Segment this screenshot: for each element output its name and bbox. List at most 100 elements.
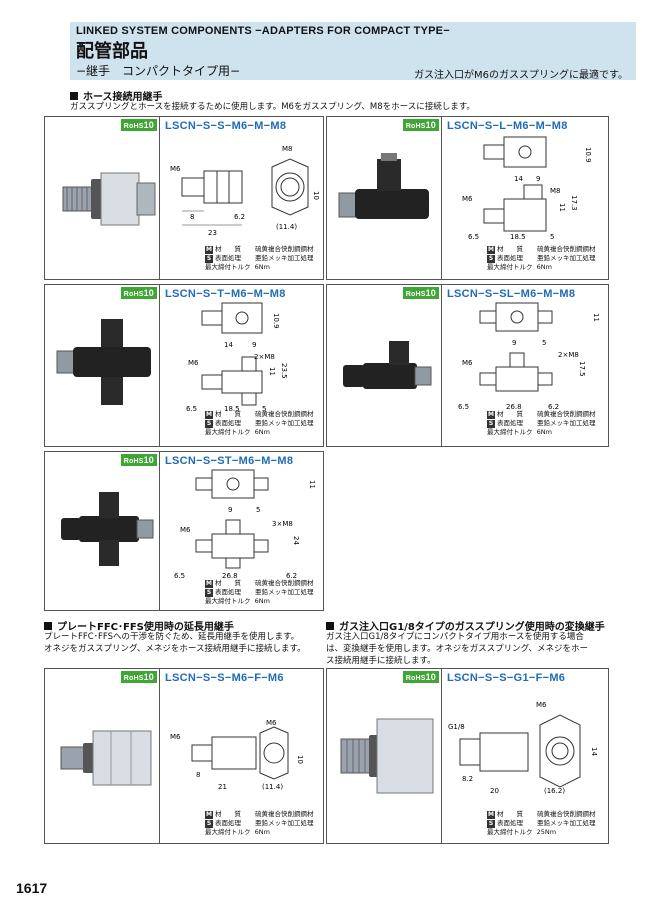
product-panel: RoHS10 LSCN−S−SL−M6−M−M8 11 9 5 2×M8 M6 … xyxy=(326,284,609,447)
section-desc-hose: ガススプリングとホースを接続するために使用します。M6をガススプリング、M8をホ… xyxy=(70,102,475,112)
page-header: LINKED SYSTEM COMPONENTS −ADAPTERS FOR C… xyxy=(70,22,636,81)
side-elbow-fitting-photo xyxy=(343,341,432,389)
dim-11-4: (11.4) xyxy=(262,783,283,791)
header-subtitle: −継手 コンパクトタイプ用− xyxy=(76,64,241,78)
dim-26-8: 26.8 xyxy=(506,403,522,411)
dim-8: 8 xyxy=(190,213,194,221)
side-tee-fitting-photo xyxy=(61,492,154,566)
dim-m6-female: M6 xyxy=(266,719,277,727)
dim-24: 24 xyxy=(292,536,300,545)
dim-11: 11 xyxy=(558,203,566,212)
dim-10-9: 10.9 xyxy=(584,147,592,163)
dim-6-5: 6.5 xyxy=(174,572,185,580)
dim-17-3: 17.3 xyxy=(570,195,578,211)
dim-21: 21 xyxy=(218,783,227,791)
rohs-badge: RoHS10 xyxy=(402,671,439,683)
product-panel: RoHS10 LSCN−S−S−M6−M−M8 M6 M8 8 23 6.2 (… xyxy=(44,116,324,280)
dim-m6: M6 xyxy=(180,526,191,534)
rohs-badge: RoHS10 xyxy=(402,287,439,299)
dim-5: 5 xyxy=(262,405,266,413)
converter-fitting-photo xyxy=(340,718,434,794)
dim-m6: M6 xyxy=(188,359,199,367)
dim-14: 14 xyxy=(590,747,598,756)
dim-9: 9 xyxy=(252,341,256,349)
dim-10: 10 xyxy=(312,191,320,200)
dim-8: 8 xyxy=(196,771,200,779)
dim-5: 5 xyxy=(550,233,554,241)
dim-18-5: 18.5 xyxy=(224,405,240,413)
dim-m6-male: M6 xyxy=(170,733,181,741)
dim-16-2: (16.2) xyxy=(544,787,565,795)
dim-m6: M6 xyxy=(170,165,181,173)
dimension-drawing: M6 M8 8 23 6.2 (11.4) 10 xyxy=(170,145,320,237)
dimension-drawing: M6 M6 10 8 21 (11.4) xyxy=(170,719,304,791)
product-panel: RoHS10 LSCN−S−L−M6−M−M8 10.9 14 9 M8 M6 … xyxy=(326,116,609,280)
dim-23-5: 23.5 xyxy=(280,363,288,379)
product-code: LSCN−S−S−G1−F−M6 xyxy=(447,672,566,684)
dim-23: 23 xyxy=(208,229,217,237)
dim-20: 20 xyxy=(490,787,499,795)
page-number: 1617 xyxy=(16,880,48,896)
product-code: LSCN−S−S−M6−F−M6 xyxy=(165,672,284,684)
product-code: LSCN−S−ST−M6−M−M8 xyxy=(165,455,294,467)
dim-6-5: 6.5 xyxy=(468,233,479,241)
dimension-drawing: 10.9 14 9 2×M8 M6 11 23.5 6.5 18.5 5 xyxy=(186,302,288,413)
straight-fitting-photo xyxy=(62,172,156,226)
product-code: LSCN−S−T−M6−M−M8 xyxy=(165,288,286,300)
dim-8-2: 8.2 xyxy=(462,775,473,783)
dim-18-5: 18.5 xyxy=(510,233,526,241)
dimension-drawing: 11 9 5 3×M8 M6 24 6.5 26.8 6.2 xyxy=(174,469,316,580)
extension-fitting-photo xyxy=(60,730,152,786)
product-code: LSCN−S−SL−M6−M−M8 xyxy=(447,288,576,300)
rohs-badge: RoHS10 xyxy=(120,287,157,299)
product-photo: RoHS10 xyxy=(327,669,442,843)
dim-6-2: 6.2 xyxy=(234,213,245,221)
dim-9: 9 xyxy=(512,339,516,347)
rohs-badge: RoHS10 xyxy=(120,671,157,683)
rohs-badge: RoHS10 xyxy=(402,119,439,131)
dim-10: 10 xyxy=(296,755,304,764)
section-title-converter: ガス注入口G1/8タイプのガススプリング使用時の変換継手 xyxy=(326,618,605,633)
product-panel: RoHS10 LSCN−S−S−M6−F−M6 M6 M6 10 8 21 (1… xyxy=(44,668,324,844)
dim-11: 11 xyxy=(268,367,276,376)
dimension-drawing: G1/8 M6 14 8.2 20 (16.2) xyxy=(448,701,598,795)
dim-6-5: 6.5 xyxy=(458,403,469,411)
dimension-drawing: 11 9 5 2×M8 M6 17.5 6.5 26.8 6.2 xyxy=(458,302,600,411)
square-bullet-icon xyxy=(70,92,78,100)
product-panel: RoHS10 LSCN−S−S−G1−F−M6 G1/8 M6 14 8.2 2… xyxy=(326,668,609,844)
product-photo: RoHS10 xyxy=(45,669,160,843)
dim-2xm8: 2×M8 xyxy=(558,351,579,359)
dim-6-2: 6.2 xyxy=(286,572,297,580)
dim-m6: M6 xyxy=(536,701,547,709)
dim-3xm8: 3×M8 xyxy=(272,520,293,528)
header-note: ガス注入口がM6のガススプリングに最適です。 xyxy=(414,70,628,81)
dim-g1-8: G1/8 xyxy=(448,723,465,731)
dim-14: 14 xyxy=(514,175,523,183)
product-photo: RoHS10 xyxy=(327,117,442,279)
section-title-hose: ホース接続用継手 xyxy=(70,88,163,103)
dim-m8: M8 xyxy=(282,145,293,153)
dim-11-4: (11.4) xyxy=(276,223,297,231)
product-photo: RoHS10 xyxy=(45,117,160,279)
rohs-badge: RoHS10 xyxy=(120,119,157,131)
elbow-fitting-photo xyxy=(338,153,429,219)
tee-fitting-photo xyxy=(56,319,151,405)
dimension-drawing: 10.9 14 9 M8 M6 11 17.3 6.5 18.5 5 xyxy=(462,136,592,241)
product-panel: RoHS10 LSCN−S−T−M6−M−M8 10.9 14 9 2×M8 M… xyxy=(44,284,324,447)
product-photo: RoHS10 xyxy=(45,285,160,446)
section-desc-converter: ガス注入口G1/8タイプにコンパクトタイプ用ホースを使用する場合 は、変換継手を… xyxy=(326,632,589,666)
square-bullet-icon xyxy=(44,622,52,630)
dim-2xm8: 2×M8 xyxy=(254,353,275,361)
dim-10-9: 10.9 xyxy=(272,313,280,329)
dim-m6: M6 xyxy=(462,195,473,203)
dim-9: 9 xyxy=(536,175,540,183)
dim-6-2: 6.2 xyxy=(548,403,559,411)
dim-m8: M8 xyxy=(550,187,561,195)
product-panel: RoHS10 LSCN−S−ST−M6−M−M8 11 9 5 3×M8 M6 … xyxy=(44,451,324,611)
